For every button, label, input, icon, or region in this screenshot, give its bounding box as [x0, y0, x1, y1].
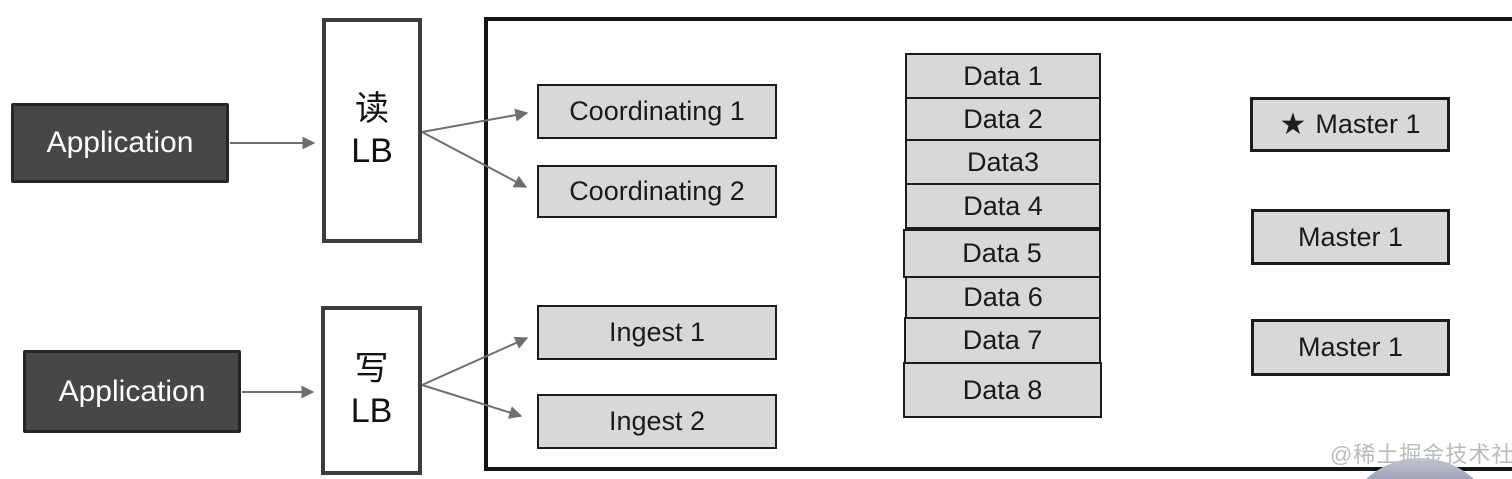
lb-write-label: LB	[350, 391, 393, 430]
coordinating-node-label: Coordinating 1	[569, 96, 745, 126]
read-load-balancer-box: 读 LB	[322, 18, 422, 243]
data-node-8: Data 8	[903, 362, 1102, 418]
lb-read-label: LB	[351, 131, 393, 170]
data-node-4: Data 4	[905, 183, 1101, 229]
ingest-node-1: Ingest 1	[537, 305, 777, 360]
ingest-node-label: Ingest 1	[608, 317, 706, 347]
data-node-2: Data 2	[905, 97, 1101, 141]
coordinating-node-label: Coordinating 2	[569, 176, 745, 206]
coordinating-node-2: Coordinating 2	[537, 165, 777, 218]
data-node-label: Data 5	[962, 238, 1042, 268]
master-node-1: ★ Master 1	[1250, 97, 1450, 152]
data-node-label: Data 2	[963, 103, 1043, 134]
star-icon: ★	[1279, 107, 1307, 141]
master-node-3: Master 1	[1251, 319, 1450, 376]
coordinating-node-1: Coordinating 1	[537, 84, 777, 139]
data-node-label: Data 6	[963, 282, 1043, 312]
write-load-balancer-box: 写 LB	[321, 306, 422, 475]
ingest-node-2: Ingest 2	[537, 394, 777, 449]
application-box-write: Application	[23, 350, 241, 433]
master-node-2: Master 1	[1251, 209, 1450, 265]
data-node-label: Data 1	[963, 60, 1043, 91]
data-node-label: Data3	[966, 146, 1040, 177]
data-node-label: Data 7	[962, 325, 1043, 355]
data-node-6: Data 6	[905, 276, 1101, 319]
data-node-1: Data 1	[905, 53, 1101, 99]
data-node-label: Data 4	[963, 190, 1043, 221]
data-node-label: Data 8	[962, 374, 1043, 405]
application-label: Application	[46, 126, 194, 159]
master-node-label: Master 1	[1297, 221, 1404, 252]
cluster-container	[484, 17, 1512, 471]
application-label: Application	[58, 374, 206, 408]
data-node-3: Data3	[905, 139, 1101, 185]
lb-write-cn-label: 写	[354, 350, 389, 389]
ingest-node-label: Ingest 2	[608, 406, 706, 436]
watermark-text: @稀土掘金技术社区	[1330, 442, 1512, 467]
master-node-label: Master 1	[1315, 109, 1421, 139]
data-node-7: Data 7	[904, 317, 1101, 364]
application-box-read: Application	[11, 103, 229, 183]
data-node-5: Data 5	[903, 229, 1101, 278]
lb-read-cn-label: 读	[355, 90, 389, 129]
master-node-label: Master 1	[1297, 332, 1404, 362]
